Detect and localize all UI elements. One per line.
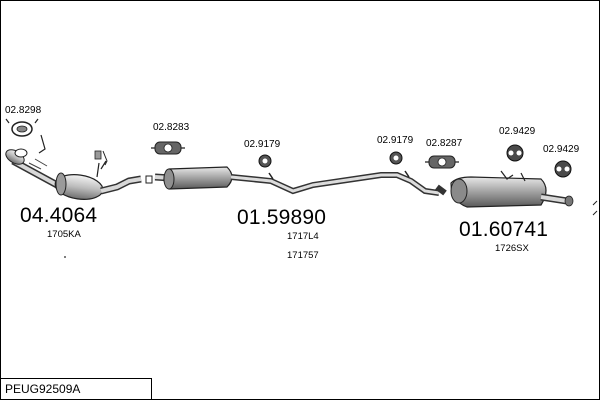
marker-dot xyxy=(64,256,66,258)
part-reference: 1705KA xyxy=(47,229,81,240)
accessory-label: 02.9429 xyxy=(543,144,580,155)
rubber-ring-icon xyxy=(258,154,272,168)
rear-silencer-icon xyxy=(435,170,574,208)
diagram-code: PEUG92509A xyxy=(5,382,81,396)
accessory-label: 02.9179 xyxy=(377,135,414,146)
part-number: 01.60741 xyxy=(459,218,549,241)
rubber-ring-icon xyxy=(554,160,572,178)
diagram-code-box: PEUG92509A xyxy=(1,378,152,399)
rubber-mount-icon xyxy=(151,141,185,155)
catalytic-converter-icon xyxy=(5,134,142,200)
accessory-label: 02.8298 xyxy=(5,105,42,116)
corner-marks xyxy=(592,200,598,216)
part-reference: 171757 xyxy=(287,250,319,261)
accessory-label: 02.8283 xyxy=(153,122,190,133)
middle-silencer-icon xyxy=(154,166,440,196)
rubber-ring-icon xyxy=(506,144,524,162)
accessory-label: 02.8287 xyxy=(426,138,463,149)
part-number: 04.4064 xyxy=(20,204,98,227)
clamp-icon xyxy=(5,118,39,158)
part-number: 01.59890 xyxy=(237,206,327,229)
part-reference: 1717L4 xyxy=(287,231,319,242)
rubber-ring-icon xyxy=(389,151,403,165)
accessory-label: 02.9179 xyxy=(244,139,281,150)
part-reference: 1726SX xyxy=(495,243,529,254)
connector-ring-icon xyxy=(145,175,153,184)
accessory-label: 02.9429 xyxy=(499,126,536,137)
rubber-mount-icon xyxy=(425,155,459,169)
